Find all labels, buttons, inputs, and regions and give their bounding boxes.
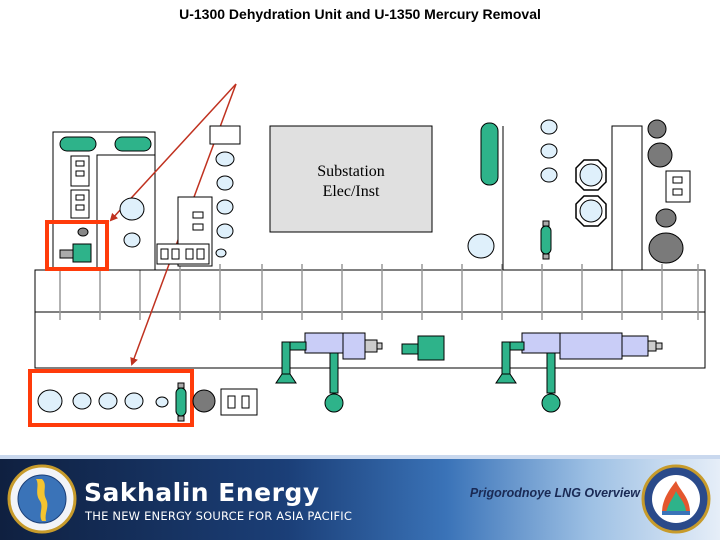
horizontal-vessel <box>114 136 152 152</box>
page-title: U-1300 Dehydration Unit and U-1350 Mercu… <box>179 6 541 22</box>
compressor-train-right <box>495 332 663 413</box>
company-tagline: THE NEW ENERGY SOURCE FOR ASIA PACIFIC <box>85 509 353 523</box>
sakhalin-seal-left-icon <box>7 464 77 534</box>
central-equipment <box>119 125 241 267</box>
compressor-train-left <box>275 332 383 413</box>
box-module <box>209 125 241 145</box>
vertical-vessel <box>480 122 499 186</box>
right-building <box>611 125 643 271</box>
rack-columns <box>59 264 699 320</box>
cooler <box>401 343 419 355</box>
substation-label-line2: Elec/Inst <box>322 183 380 200</box>
right-equipment <box>467 119 691 271</box>
company-mark-icon <box>84 457 85 458</box>
switch-cabinet <box>70 189 90 219</box>
plot-plan-diagram <box>28 83 706 427</box>
switch-row <box>156 243 210 265</box>
small-drum <box>77 227 89 237</box>
substation-building <box>269 125 433 233</box>
presentation-title: Prigorodnoye LNG Overview <box>469 486 640 500</box>
highlight-box-lower <box>28 369 194 427</box>
cooler <box>417 335 445 361</box>
footer-banner <box>0 455 720 540</box>
company-name: Sakhalin Energy <box>84 478 320 507</box>
pump <box>72 243 92 263</box>
mercury-removal-row <box>37 382 258 422</box>
pump-motor <box>59 249 75 259</box>
banner-stripe <box>0 455 720 459</box>
substation-label-line1: Substation <box>317 163 385 180</box>
substation-label: Substation Elec/Inst <box>270 162 432 202</box>
sakhalin-seal-right-icon <box>641 464 711 534</box>
highlight-box-upper <box>45 220 109 271</box>
horizontal-vessel <box>59 136 97 152</box>
switch-cabinet <box>665 170 691 203</box>
filter-vessel <box>540 225 552 255</box>
